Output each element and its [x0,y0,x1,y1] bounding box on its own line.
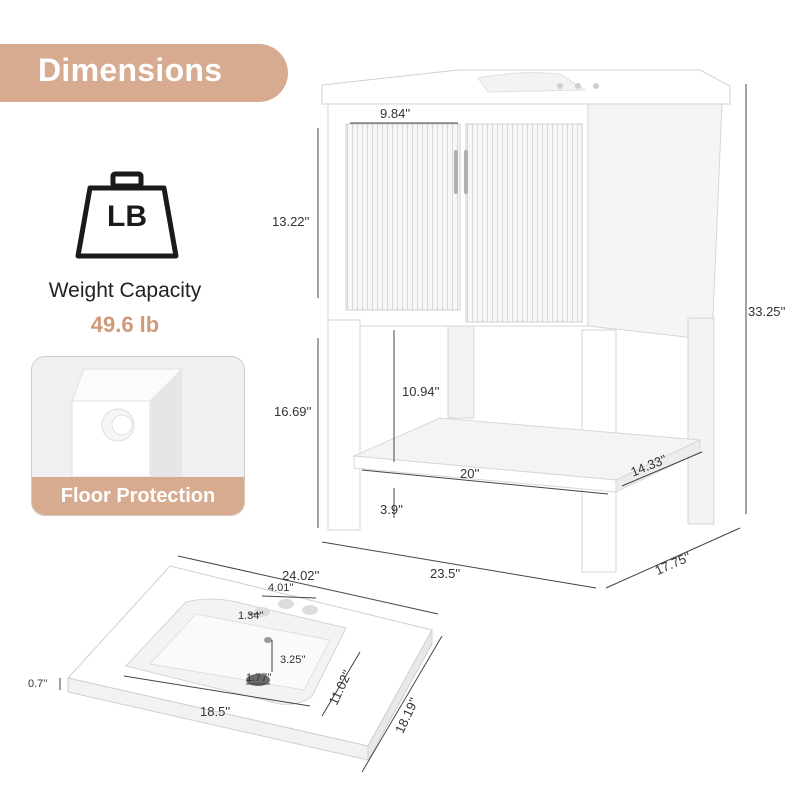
dim-leg-height: 16.69'' [274,404,312,419]
dim-faucet-spread: 4.01'' [268,582,294,594]
dim-door-width: 9.84'' [380,106,411,121]
weight-capacity-label: Weight Capacity [48,279,202,302]
dim-shelf-clearance: 10.94'' [402,384,440,399]
dim-cabinet-height: 13.22'' [272,214,310,229]
floor-protection-bar [32,477,244,515]
floor-protection-card: Floor Protection [31,356,245,516]
page-title: Dimensions [38,52,223,88]
header-pill [0,44,288,102]
dim-shelf-width: 20'' [460,466,480,481]
floor-protection-label: Floor Protection [60,485,216,507]
dim-bowl-width: 18.5'' [200,704,231,719]
weight-icon [75,171,179,259]
dim-drain-diameter: 1.77'' [246,672,272,684]
dim-base-width: 23.5'' [430,566,461,581]
dim-shelf-floor-gap: 3.9'' [380,502,404,517]
dim-hole-offset: 1.34'' [238,610,264,622]
weight-icon-label: LB [107,200,147,233]
dim-drain-depth: 3.25'' [280,654,306,666]
dim-top-width: 24.02'' [282,568,320,583]
dim-thickness: 0.7'' [28,678,48,690]
leg-pad-illustration [32,357,244,477]
dim-total-height: 33.25'' [748,304,786,319]
weight-capacity-value: 49.6 lb [90,312,160,337]
